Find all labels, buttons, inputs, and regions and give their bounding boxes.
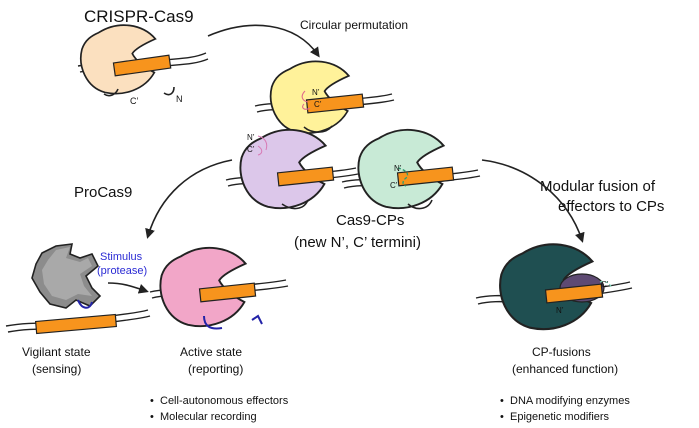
modular-fusion-label: Modular fusion of — [540, 178, 656, 195]
green-n-prime: N’ — [394, 164, 402, 173]
active-bullets: • Cell-autonomous effectors • Molecular … — [150, 395, 289, 423]
vigilant-state-label: Vigilant state — [22, 345, 91, 359]
procas9-label: ProCas9 — [74, 184, 132, 201]
fusion-bullet: DNA modifying enzymes — [510, 395, 630, 407]
wildtype-cas9-icon — [77, 24, 209, 97]
bullet-dot: • — [150, 411, 154, 423]
active-bullet: Molecular recording — [160, 411, 257, 423]
circular-permutation-label: Circular permutation — [300, 18, 408, 32]
cp-fusions-sub: (enhanced function) — [512, 362, 618, 376]
active-bullet: Cell-autonomous effectors — [160, 395, 289, 407]
cp-fusions-label: CP-fusions — [532, 345, 591, 359]
fusion-c-prime: C’ — [601, 280, 609, 289]
bullet-dot: • — [150, 395, 154, 407]
modular-fusion-label-2: effectors to CPs — [558, 198, 664, 215]
stimulus-label: Stimulus — [100, 251, 143, 263]
active-state-label: Active state — [180, 345, 242, 359]
cas9-cps-title: Cas9-CPs — [336, 212, 404, 229]
active-state-sub: (reporting) — [188, 362, 243, 376]
green-cas9-cp-icon — [341, 128, 481, 210]
yellow-c-prime: C’ — [314, 100, 322, 109]
vigilant-state-sub: (sensing) — [32, 362, 81, 376]
permutation-arrow-icon — [207, 24, 320, 58]
fusion-arrow-icon — [481, 159, 585, 243]
yellow-cas9-cp-icon — [254, 60, 395, 134]
stimulus-sub: (protease) — [97, 265, 147, 277]
fusion-bullets: • DNA modifying enzymes • Epigenetic mod… — [500, 395, 630, 423]
purple-cas9-cp-icon — [225, 128, 359, 210]
bullet-dot: • — [500, 411, 504, 423]
yellow-n-prime: N’ — [312, 88, 320, 97]
wt-c-terminus: C’ — [130, 96, 139, 106]
wt-n-terminus: N — [176, 94, 183, 104]
fusion-bullet: Epigenetic modifiers — [510, 411, 610, 423]
cas9-cps-subtitle: (new N’, C’ termini) — [294, 234, 421, 251]
procas9-vigilant-icon — [5, 243, 151, 335]
active-cas9-icon — [149, 246, 289, 330]
cp-fusion-icon — [475, 243, 633, 331]
bullet-dot: • — [500, 395, 504, 407]
purple-n-prime: N’ — [247, 133, 255, 142]
stimulus-arrow-icon — [107, 282, 149, 294]
crispr-cas9-title: CRISPR-Cas9 — [84, 7, 194, 26]
purple-c-prime: C’ — [247, 145, 255, 154]
green-c-prime: C’ — [390, 181, 398, 190]
procas9-arrow-icon — [145, 159, 233, 239]
fusion-n-prime: N’ — [556, 306, 564, 315]
